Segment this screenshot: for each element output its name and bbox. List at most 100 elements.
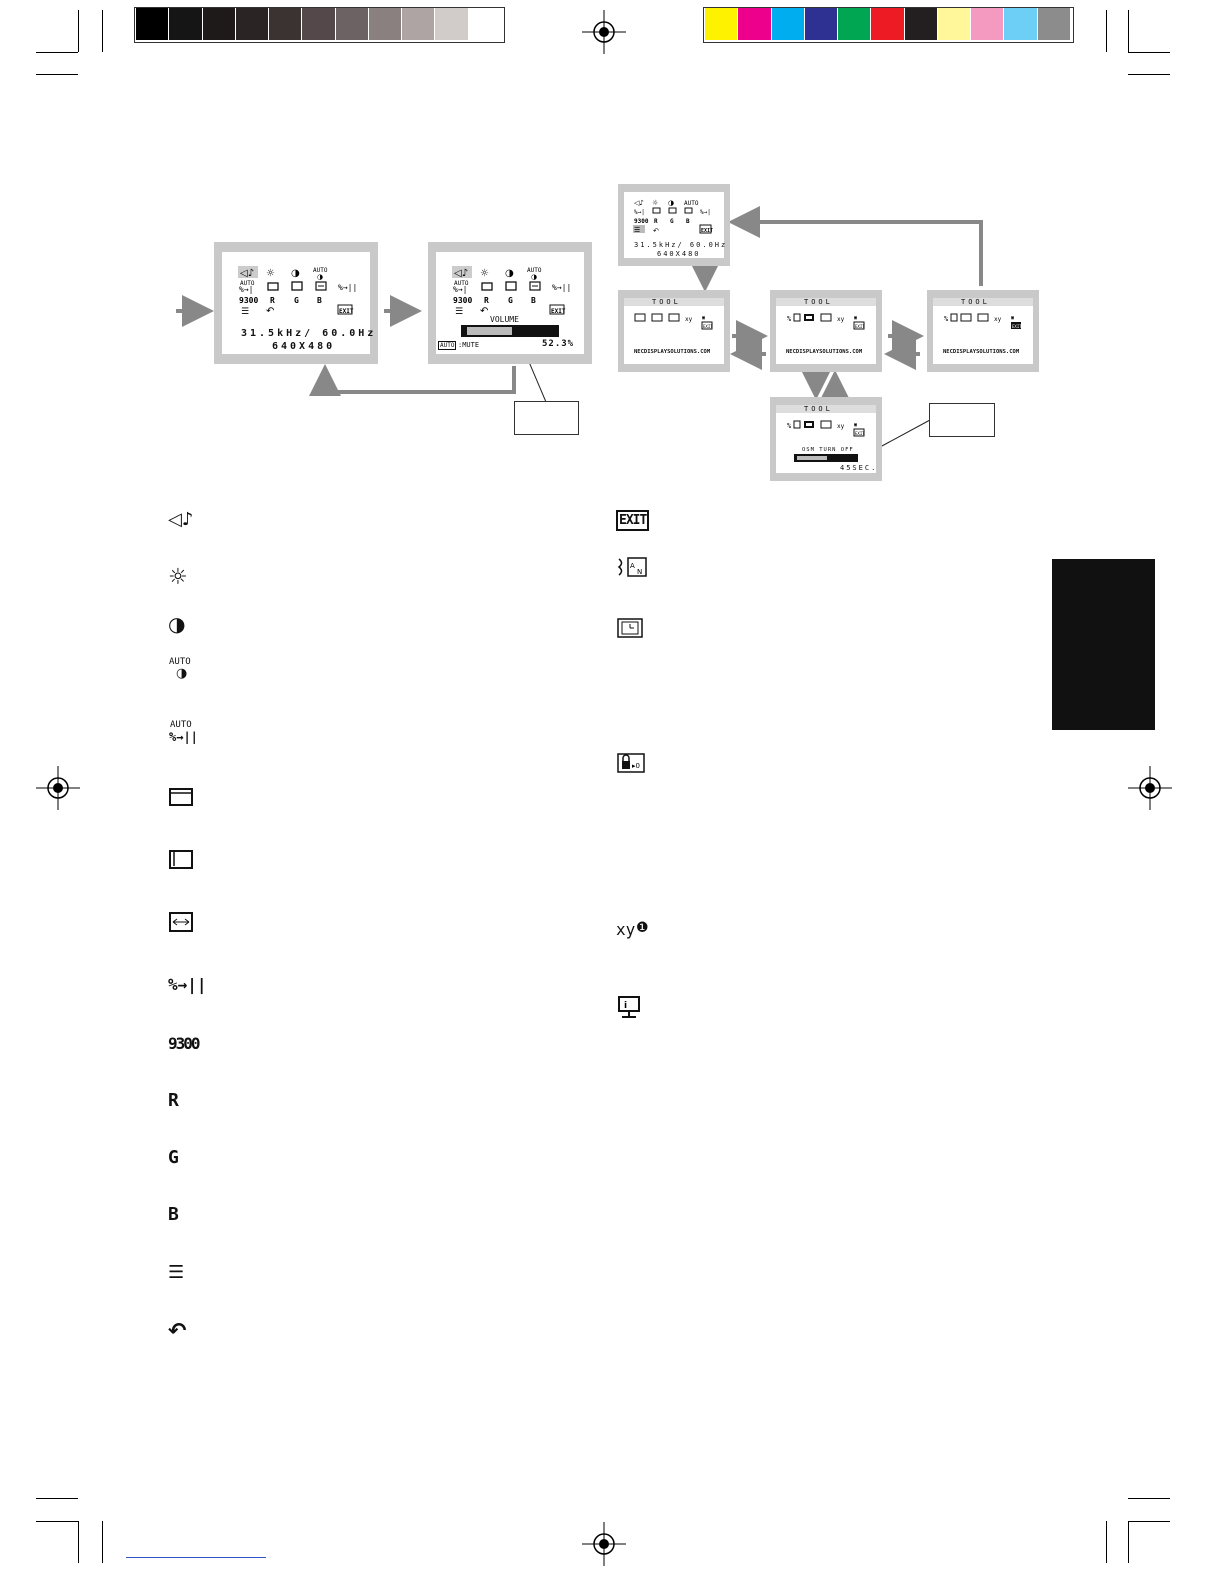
crop-mark bbox=[1128, 10, 1129, 52]
tool-menu-3-icons: % xy ▣ EXIT bbox=[943, 312, 1033, 338]
crop-mark bbox=[36, 1521, 78, 1522]
svg-text:☼: ☼ bbox=[652, 199, 658, 207]
crop-mark bbox=[102, 1521, 103, 1563]
svg-text:B: B bbox=[686, 218, 690, 225]
svg-text:xy: xy bbox=[837, 423, 845, 430]
svg-text:▸0: ▸0 bbox=[632, 762, 640, 770]
svg-text:N: N bbox=[637, 568, 642, 576]
osm-lock-out-icon: ▸0 bbox=[616, 752, 650, 778]
svg-text:9300: 9300 bbox=[634, 218, 649, 225]
tool-menu-2-title: TOOL bbox=[804, 298, 833, 306]
color-swatch bbox=[468, 8, 501, 40]
color-swatch bbox=[368, 8, 402, 40]
svg-text:%→|: %→| bbox=[700, 209, 711, 216]
svg-text:G: G bbox=[508, 296, 513, 305]
svg-text:R: R bbox=[270, 296, 275, 305]
volume-callout-box bbox=[514, 401, 579, 435]
crop-mark bbox=[36, 1498, 78, 1499]
svg-text:%→|: %→| bbox=[453, 285, 467, 294]
color-swatch bbox=[402, 8, 435, 40]
tool-menu-3 bbox=[927, 290, 1039, 372]
svg-text:EXIT: EXIT bbox=[701, 228, 713, 234]
svg-text:%→|: %→| bbox=[239, 285, 253, 294]
down-up-icon bbox=[168, 849, 202, 875]
volume-title: VOLUME bbox=[490, 315, 519, 324]
svg-text:☰: ☰ bbox=[455, 307, 463, 316]
crop-mark bbox=[1106, 10, 1107, 52]
osd-small-res: 640X480 bbox=[657, 250, 701, 258]
svg-text:B: B bbox=[531, 296, 536, 305]
svg-text:EXIT: EXIT bbox=[339, 308, 354, 315]
svg-text:R: R bbox=[654, 218, 658, 225]
svg-text:☰: ☰ bbox=[241, 307, 249, 316]
color-bar-grays bbox=[134, 7, 505, 43]
svg-text:◑: ◑ bbox=[531, 273, 537, 281]
footer-rule bbox=[126, 1557, 266, 1558]
svg-text:G: G bbox=[670, 218, 674, 225]
color-swatch bbox=[235, 8, 269, 40]
tool-menu-1 bbox=[618, 290, 730, 372]
h-size-icon bbox=[168, 911, 202, 937]
registration-mark bbox=[582, 10, 626, 54]
color-swatch bbox=[435, 8, 468, 40]
volume-mute-text: :MUTE bbox=[458, 341, 480, 349]
color-swatch bbox=[1004, 8, 1037, 40]
tool-menu-1-icons: xy ▣ EXIT bbox=[634, 312, 724, 338]
svg-text:↶: ↶ bbox=[653, 227, 659, 235]
svg-text:%: % bbox=[787, 422, 792, 430]
tool-menu-turnoff-title: TOOL bbox=[804, 405, 833, 413]
registration-mark bbox=[582, 1522, 626, 1566]
crop-mark bbox=[1128, 1521, 1170, 1522]
turnoff-label: OSM TURN OFF bbox=[802, 447, 854, 453]
osd-main-small-icons: ◁♪ ☼ ◑ AUTO %→| %→| 9300 R G B ☰ ↶ EXIT bbox=[632, 196, 722, 236]
svg-text:AUTO: AUTO bbox=[684, 200, 699, 207]
volume-mute-key: AUTO bbox=[438, 341, 457, 350]
svg-text:xy: xy bbox=[837, 316, 845, 323]
tool-menu-2 bbox=[770, 290, 882, 372]
svg-text:i: i bbox=[624, 1001, 627, 1011]
osd-volume-icons: ◁♪ ☼ ◑ AUTO ◑ AUTO %→| %→|| 9300 R G B ☰… bbox=[450, 264, 580, 318]
svg-text:◁♪: ◁♪ bbox=[634, 199, 644, 207]
svg-text:EXIT: EXIT bbox=[703, 324, 713, 329]
svg-text:EXIT: EXIT bbox=[551, 308, 566, 315]
svg-text:☼: ☼ bbox=[266, 268, 275, 279]
crop-mark bbox=[1128, 1498, 1170, 1499]
section-tab bbox=[1052, 559, 1155, 730]
svg-text:▣: ▣ bbox=[854, 422, 857, 428]
svg-text:☰: ☰ bbox=[634, 226, 640, 234]
color-swatch bbox=[937, 8, 971, 40]
turnoff-value: 45SEC. bbox=[840, 464, 878, 472]
svg-text:▣: ▣ bbox=[702, 315, 705, 321]
svg-text:A: A bbox=[630, 562, 635, 570]
color-swatch bbox=[335, 8, 368, 40]
svg-text:xy: xy bbox=[685, 316, 693, 323]
crop-mark bbox=[1128, 52, 1170, 53]
blue-icon: B bbox=[168, 1204, 179, 1225]
osd-main-freq: 31.5kHz/ 60.0Hz bbox=[241, 328, 377, 339]
tool-menu-3-url: NECDISPLAYSOLUTIONS.COM bbox=[943, 349, 1020, 355]
color-swatch bbox=[136, 8, 169, 40]
fine-icon: %→|| bbox=[168, 975, 207, 994]
tool-menu-2-url: NECDISPLAYSOLUTIONS.COM bbox=[786, 349, 863, 355]
svg-text:R: R bbox=[484, 296, 489, 305]
turnoff-slider[interactable] bbox=[794, 454, 858, 462]
color-swatch bbox=[771, 8, 804, 40]
color-swatch bbox=[705, 8, 738, 40]
color-swatch bbox=[1037, 8, 1070, 40]
volume-slider[interactable] bbox=[461, 325, 559, 337]
color-swatch bbox=[302, 8, 335, 40]
crop-mark bbox=[1106, 1521, 1107, 1563]
svg-text:%→|: %→| bbox=[634, 209, 645, 216]
flow-arrows-right bbox=[689, 206, 983, 461]
crop-mark bbox=[102, 10, 103, 52]
turnoff-callout-box bbox=[929, 403, 995, 437]
svg-text:%→||: %→|| bbox=[552, 283, 571, 292]
osd-main-icons: ◁♪ ☼ ◑ AUTO ◑ AUTO %→| %→|| 9300 R G B ☰… bbox=[236, 264, 366, 324]
svg-text:↶: ↶ bbox=[480, 306, 488, 316]
color-swatch bbox=[838, 8, 871, 40]
svg-text:AUTO: AUTO bbox=[527, 267, 542, 274]
svg-text:xy: xy bbox=[994, 316, 1002, 323]
svg-text:▣: ▣ bbox=[854, 315, 857, 321]
svg-text:☼: ☼ bbox=[480, 268, 489, 279]
tool-menu-2-icons: % xy ▣ EXIT bbox=[786, 312, 876, 338]
